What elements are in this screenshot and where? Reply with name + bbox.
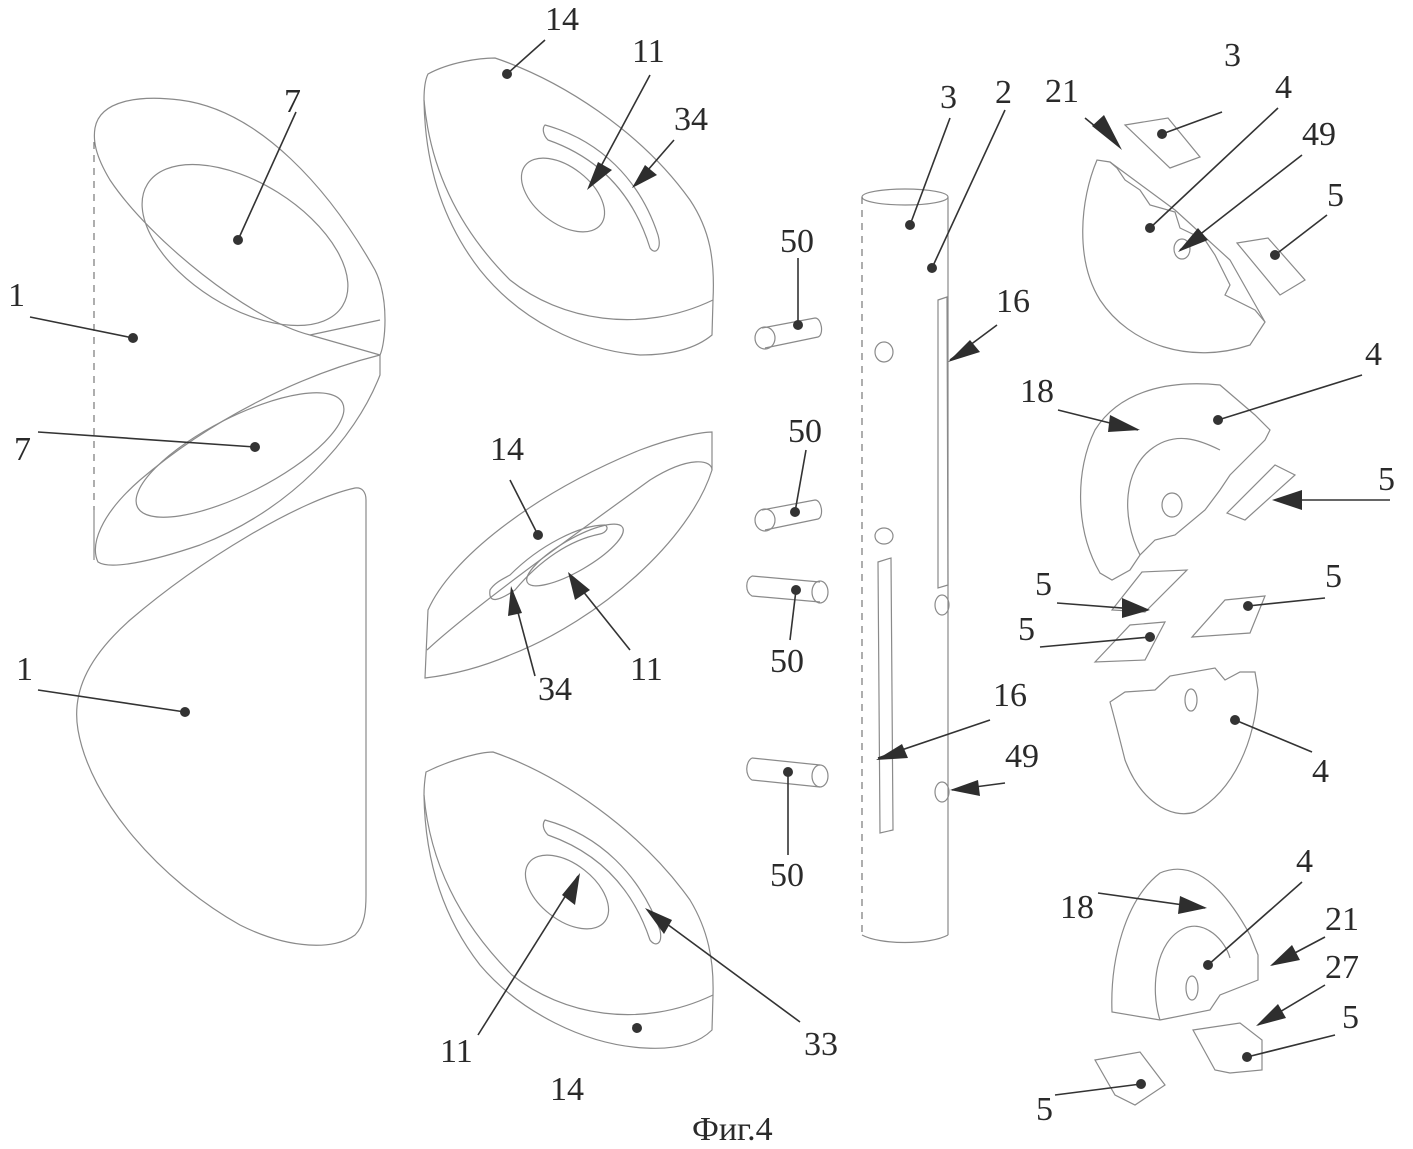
label-7-top: 7 [284, 83, 301, 120]
callout-labels: 7 1 7 1 14 11 34 14 34 11 11 14 33 50 50… [8, 1, 1395, 1128]
label-4-third: 4 [1312, 753, 1329, 790]
label-14-top-disc: 14 [545, 1, 579, 38]
segment-third [1110, 668, 1258, 814]
label-1-lower: 1 [16, 651, 33, 688]
label-50-pin-2: 50 [788, 413, 822, 450]
label-49-segment: 49 [1302, 116, 1336, 153]
label-5-second: 5 [1378, 461, 1395, 498]
label-21-bottom: 21 [1325, 901, 1359, 938]
label-3-shaft: 3 [940, 79, 957, 116]
label-14-mid-disc: 14 [490, 431, 524, 468]
pin-3 [747, 576, 828, 603]
label-27-bottom: 27 [1325, 949, 1359, 986]
label-33-bottom-disc: 33 [804, 1026, 838, 1063]
disc-bottom [424, 752, 713, 1048]
label-50-pin-1: 50 [780, 223, 814, 260]
cone-upper-part [94, 98, 385, 565]
segment-second [1081, 384, 1295, 580]
inserts-middle [1095, 570, 1265, 662]
label-11-bottom-disc: 11 [440, 1033, 473, 1070]
label-21-top: 21 [1045, 73, 1079, 110]
label-11-top-disc: 11 [632, 33, 665, 70]
label-14-bottom-disc: 14 [550, 1071, 584, 1108]
label-5-mid-a: 5 [1035, 566, 1052, 603]
label-5-mid-c: 5 [1325, 558, 1342, 595]
label-50-pin-4: 50 [770, 857, 804, 894]
label-4-segment-top: 4 [1275, 69, 1292, 106]
label-4-bottom: 4 [1296, 843, 1313, 880]
label-5-mid-b: 5 [1018, 611, 1035, 648]
label-2-shaft: 2 [995, 74, 1012, 111]
label-16-upper: 16 [996, 283, 1030, 320]
label-5-bottom-right: 5 [1342, 999, 1359, 1036]
label-4-second: 4 [1365, 336, 1382, 373]
figure-caption: Фиг.4 [692, 1111, 773, 1148]
label-34-top-disc: 34 [674, 101, 708, 138]
disc-middle [425, 432, 712, 678]
label-7-lower: 7 [14, 431, 31, 468]
label-11-mid-disc: 11 [630, 651, 663, 688]
label-5-bottom-left: 5 [1036, 1091, 1053, 1128]
shaft [862, 189, 949, 943]
pin-1 [755, 318, 822, 349]
label-50-pin-3: 50 [770, 643, 804, 680]
disc-top [424, 58, 713, 355]
cone-lower-part [77, 488, 366, 945]
label-49-shaft: 49 [1005, 738, 1039, 775]
pin-2 [755, 500, 822, 531]
label-16-lower: 16 [993, 677, 1027, 714]
label-3-segment: 3 [1224, 37, 1241, 74]
arrow-leaders [478, 75, 1390, 1035]
label-34-mid-disc: 34 [538, 671, 572, 708]
label-1-upper: 1 [8, 277, 25, 314]
label-5-segment-top: 5 [1327, 177, 1344, 214]
label-18-second: 18 [1020, 373, 1054, 410]
leaders [30, 40, 1362, 1095]
label-18-bottom: 18 [1060, 889, 1094, 926]
